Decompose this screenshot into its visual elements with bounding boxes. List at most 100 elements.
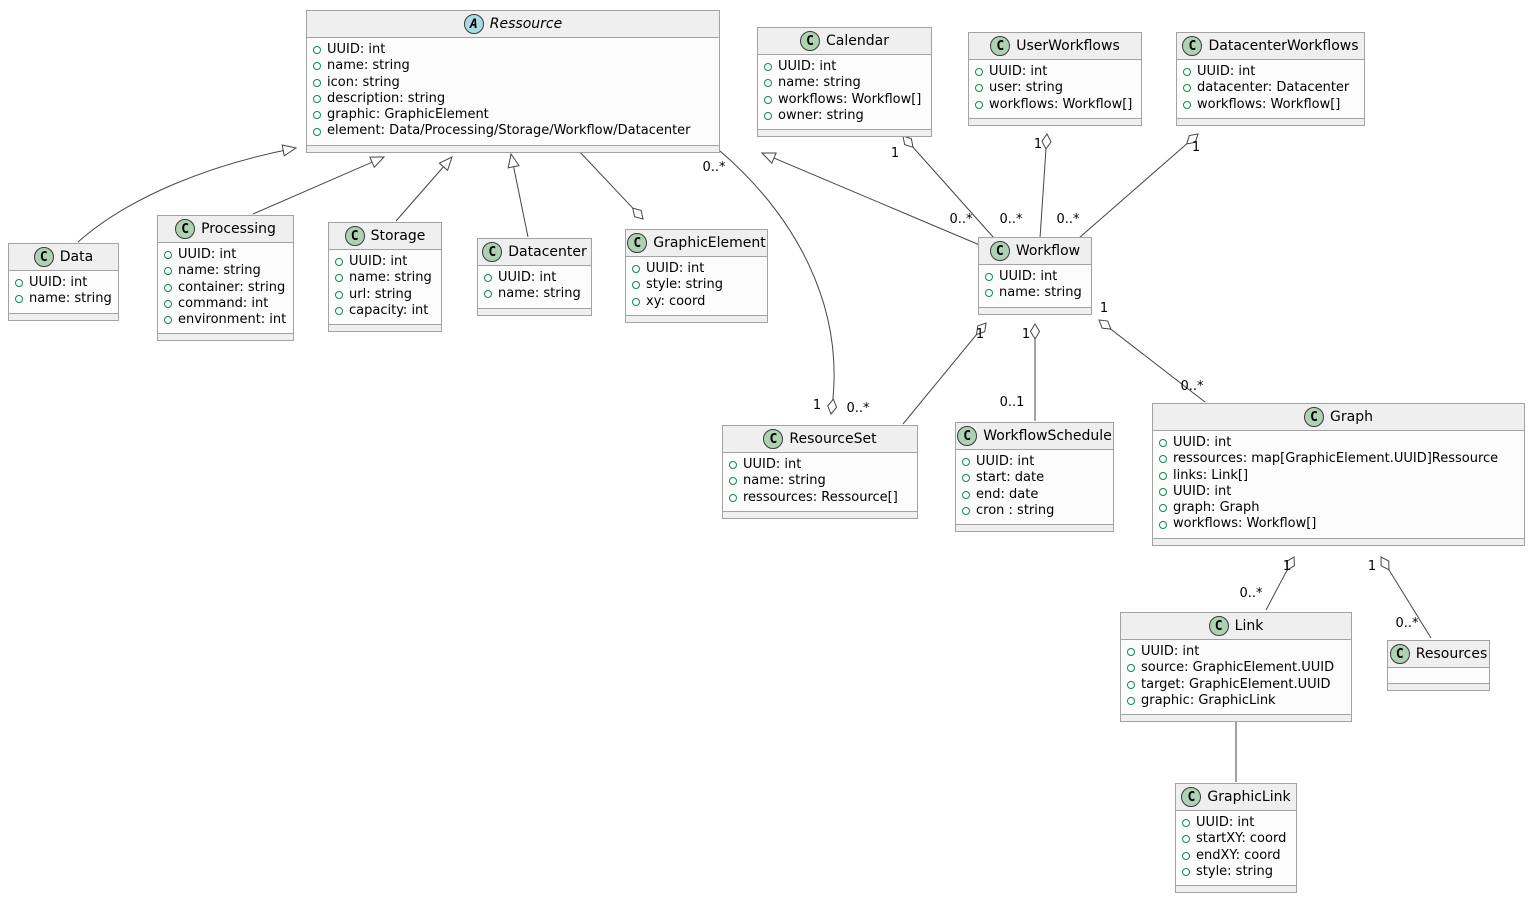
attribute-text: end: date	[976, 486, 1039, 502]
field-visibility-icon	[1183, 84, 1191, 93]
edge-datacenterworkflows-workflow	[1078, 133, 1199, 239]
multiplicity-label: 1	[1100, 301, 1108, 316]
attribute-row: target: GraphicElement.UUID	[1127, 677, 1347, 693]
attribute-text: UUID: int	[989, 64, 1048, 79]
class-title: Datacenter	[508, 244, 587, 260]
attribute-text: UUID: int	[29, 275, 88, 290]
field-visibility-icon	[729, 493, 737, 502]
class-methods-compartment	[307, 144, 719, 152]
attribute-row: style: string	[632, 277, 763, 293]
class-methods-compartment	[1388, 683, 1489, 690]
edge-graph-resources	[1380, 556, 1432, 639]
attribute-text: workflows: Workflow[]	[989, 96, 1133, 112]
field-visibility-icon	[632, 297, 640, 306]
field-visibility-icon	[164, 316, 172, 325]
attribute-text: command: int	[178, 295, 269, 311]
class-title: Workflow	[1015, 243, 1081, 259]
class-title: Storage	[370, 228, 426, 244]
class-methods-compartment	[956, 524, 1113, 532]
attribute-text: xy: coord	[646, 293, 706, 309]
field-visibility-icon	[975, 68, 983, 77]
field-visibility-icon	[962, 507, 970, 516]
field-visibility-icon	[313, 127, 321, 136]
field-visibility-icon	[729, 477, 737, 486]
attribute-row: style: string	[1182, 864, 1292, 880]
attribute-row: xy: coord	[632, 294, 763, 310]
field-visibility-icon	[164, 251, 172, 260]
attribute-row: UUID: int	[632, 261, 763, 277]
attribute-text: environment: int	[178, 312, 287, 328]
attribute-row: container: string	[164, 280, 289, 296]
field-visibility-icon	[1159, 439, 1167, 448]
attribute-text: element: Data/Processing/Storage/Workflo…	[327, 123, 691, 139]
attribute-text: workflows: Workflow[]	[1173, 516, 1317, 532]
class-methods-compartment	[1121, 714, 1351, 722]
multiplicity-label: 0..*	[1056, 212, 1080, 227]
edge-storage-extends-ressource	[395, 156, 453, 222]
attribute-row: workflows: Workflow[]	[975, 97, 1137, 113]
class-methods-compartment	[758, 129, 931, 137]
class-title: Ressource	[489, 16, 563, 32]
class-title: GraphicElement	[653, 235, 766, 251]
class-methods-compartment	[329, 324, 441, 332]
class-attributes	[1388, 668, 1489, 683]
field-visibility-icon	[975, 84, 983, 93]
field-visibility-icon	[15, 295, 23, 304]
attribute-row: owner: string	[764, 108, 927, 124]
field-visibility-icon	[335, 307, 343, 316]
attribute-text: startXY: coord	[1196, 831, 1287, 847]
attribute-row: name: string	[313, 58, 715, 74]
class-title: ResourceSet	[789, 431, 877, 447]
field-visibility-icon	[764, 79, 772, 88]
class-methods-compartment	[1176, 885, 1296, 893]
attribute-row: endXY: coord	[1182, 848, 1292, 864]
attribute-row: name: string	[164, 263, 289, 279]
multiplicity-label: 0..*	[1395, 616, 1419, 631]
attribute-row: name: string	[729, 473, 913, 489]
class-methods-compartment	[626, 314, 767, 322]
attribute-text: name: string	[999, 285, 1082, 301]
field-visibility-icon	[1183, 100, 1191, 109]
field-visibility-icon	[1159, 504, 1167, 513]
multiplicity-label: 0..*	[846, 401, 870, 416]
attribute-text: name: string	[327, 58, 410, 74]
edge-processing-extends-ressource	[252, 156, 386, 215]
class-icon: C	[1304, 407, 1325, 427]
attribute-text: description: string	[327, 90, 446, 106]
attribute-text: style: string	[1196, 863, 1274, 879]
field-visibility-icon	[962, 474, 970, 483]
attribute-text: source: GraphicElement.UUID	[1141, 660, 1335, 676]
attribute-row: url: string	[335, 287, 437, 303]
class-icon: C	[1389, 644, 1410, 664]
attribute-text: UUID: int	[743, 457, 802, 472]
attribute-row: UUID: int	[764, 59, 927, 75]
class-methods-compartment	[9, 312, 118, 320]
attribute-text: target: GraphicElement.UUID	[1141, 676, 1331, 692]
multiplicity-label: 1	[813, 398, 821, 413]
attribute-row: UUID: int	[335, 254, 437, 270]
edge-datacenter-extends-ressource	[507, 152, 529, 238]
field-visibility-icon	[15, 279, 23, 288]
field-visibility-icon	[313, 78, 321, 87]
attribute-text: graph: Graph	[1173, 500, 1260, 516]
attribute-text: url: string	[349, 286, 413, 302]
multiplicity-label: 1	[976, 327, 984, 342]
class-methods-compartment	[969, 117, 1141, 125]
field-visibility-icon	[962, 458, 970, 467]
attribute-text: UUID: int	[349, 254, 408, 269]
